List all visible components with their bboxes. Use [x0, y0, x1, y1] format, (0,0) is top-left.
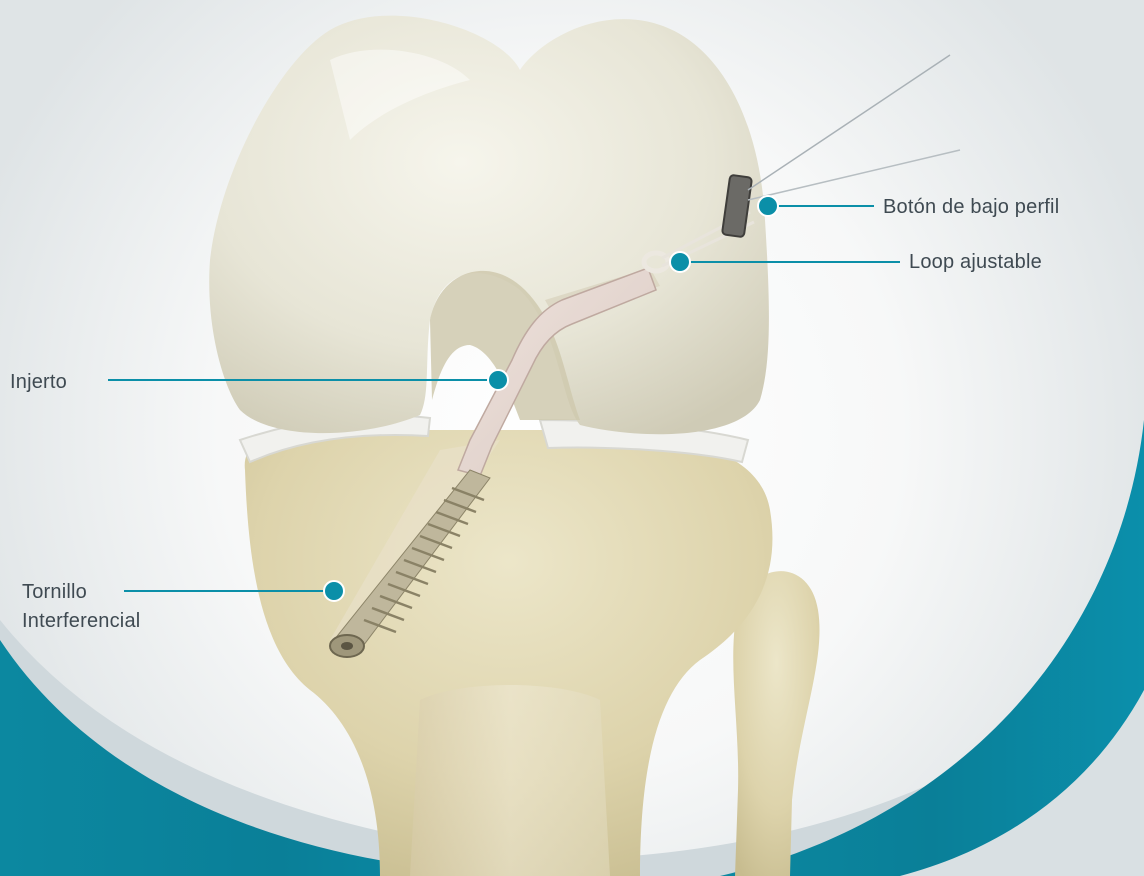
callout-dot-tornillo: [324, 581, 344, 601]
callout-dot-injerto: [488, 370, 508, 390]
label-tornillo-line2: Interferencial: [22, 609, 140, 633]
callout-dot-boton: [758, 196, 778, 216]
label-injerto: Injerto: [10, 370, 67, 394]
label-tornillo-line1: Tornillo: [22, 580, 87, 604]
label-loop-ajustable: Loop ajustable: [909, 250, 1042, 274]
callout-dot-loop: [670, 252, 690, 272]
label-boton-bajo-perfil: Botón de bajo perfil: [883, 195, 1059, 219]
tibia-shaft-highlight: [410, 685, 610, 876]
